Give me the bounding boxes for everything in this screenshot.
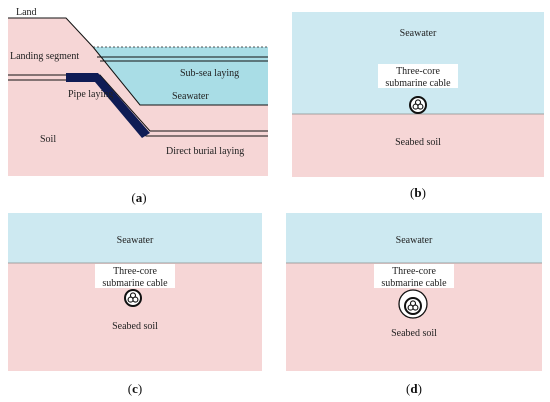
label-pipe-laying: Pipe laying — [68, 89, 113, 100]
cable-label-bg — [95, 264, 175, 288]
caption-b: (b) — [410, 185, 426, 200]
panel-b: Seawater Three-core submarine cable Seab… — [292, 12, 544, 200]
label-direct-burial-laying: Direct burial laying — [166, 146, 244, 157]
label-cable-line1: Three-core — [392, 266, 436, 277]
label-landing-segment: Landing segment — [10, 51, 79, 62]
seawater-region — [286, 213, 542, 263]
label-seawater: Seawater — [400, 28, 437, 39]
seawater-region — [8, 213, 262, 263]
label-seabed-soil: Seabed soil — [112, 321, 158, 332]
caption-a: (a) — [131, 190, 146, 205]
land-air-region — [8, 8, 268, 47]
label-seabed-soil: Seabed soil — [391, 328, 437, 339]
caption-c: (c) — [128, 381, 142, 396]
label-seawater: Seawater — [172, 91, 209, 102]
panel-d: Seawater Three-core submarine cable Seab… — [286, 213, 542, 396]
label-cable-line2: submarine cable — [102, 278, 168, 289]
label-sub-sea-laying: Sub-sea laying — [180, 68, 239, 79]
label-cable-line2: submarine cable — [385, 78, 451, 89]
cable-icon — [404, 297, 422, 315]
label-seawater: Seawater — [396, 235, 433, 246]
label-soil: Soil — [40, 134, 56, 145]
cable-icon — [124, 289, 142, 307]
caption-d: (d) — [406, 381, 422, 396]
cable-label-bg — [378, 64, 458, 88]
label-cable-line1: Three-core — [113, 266, 157, 277]
label-seabed-soil: Seabed soil — [395, 137, 441, 148]
soil-region — [292, 114, 544, 177]
panel-c: Seawater Three-core submarine cable Seab… — [8, 213, 262, 396]
cable-icon — [409, 96, 427, 114]
burial-cable-line-1 — [8, 74, 268, 132]
panel-a: Land Landing segment Sub-sea laying Pipe… — [8, 7, 268, 205]
pipe-shape — [66, 73, 150, 138]
label-cable-line2: submarine cable — [381, 278, 447, 289]
cable-label-bg — [374, 264, 454, 288]
label-cable-line1: Three-core — [396, 66, 440, 77]
label-seawater: Seawater — [117, 235, 154, 246]
label-land: Land — [16, 7, 37, 18]
